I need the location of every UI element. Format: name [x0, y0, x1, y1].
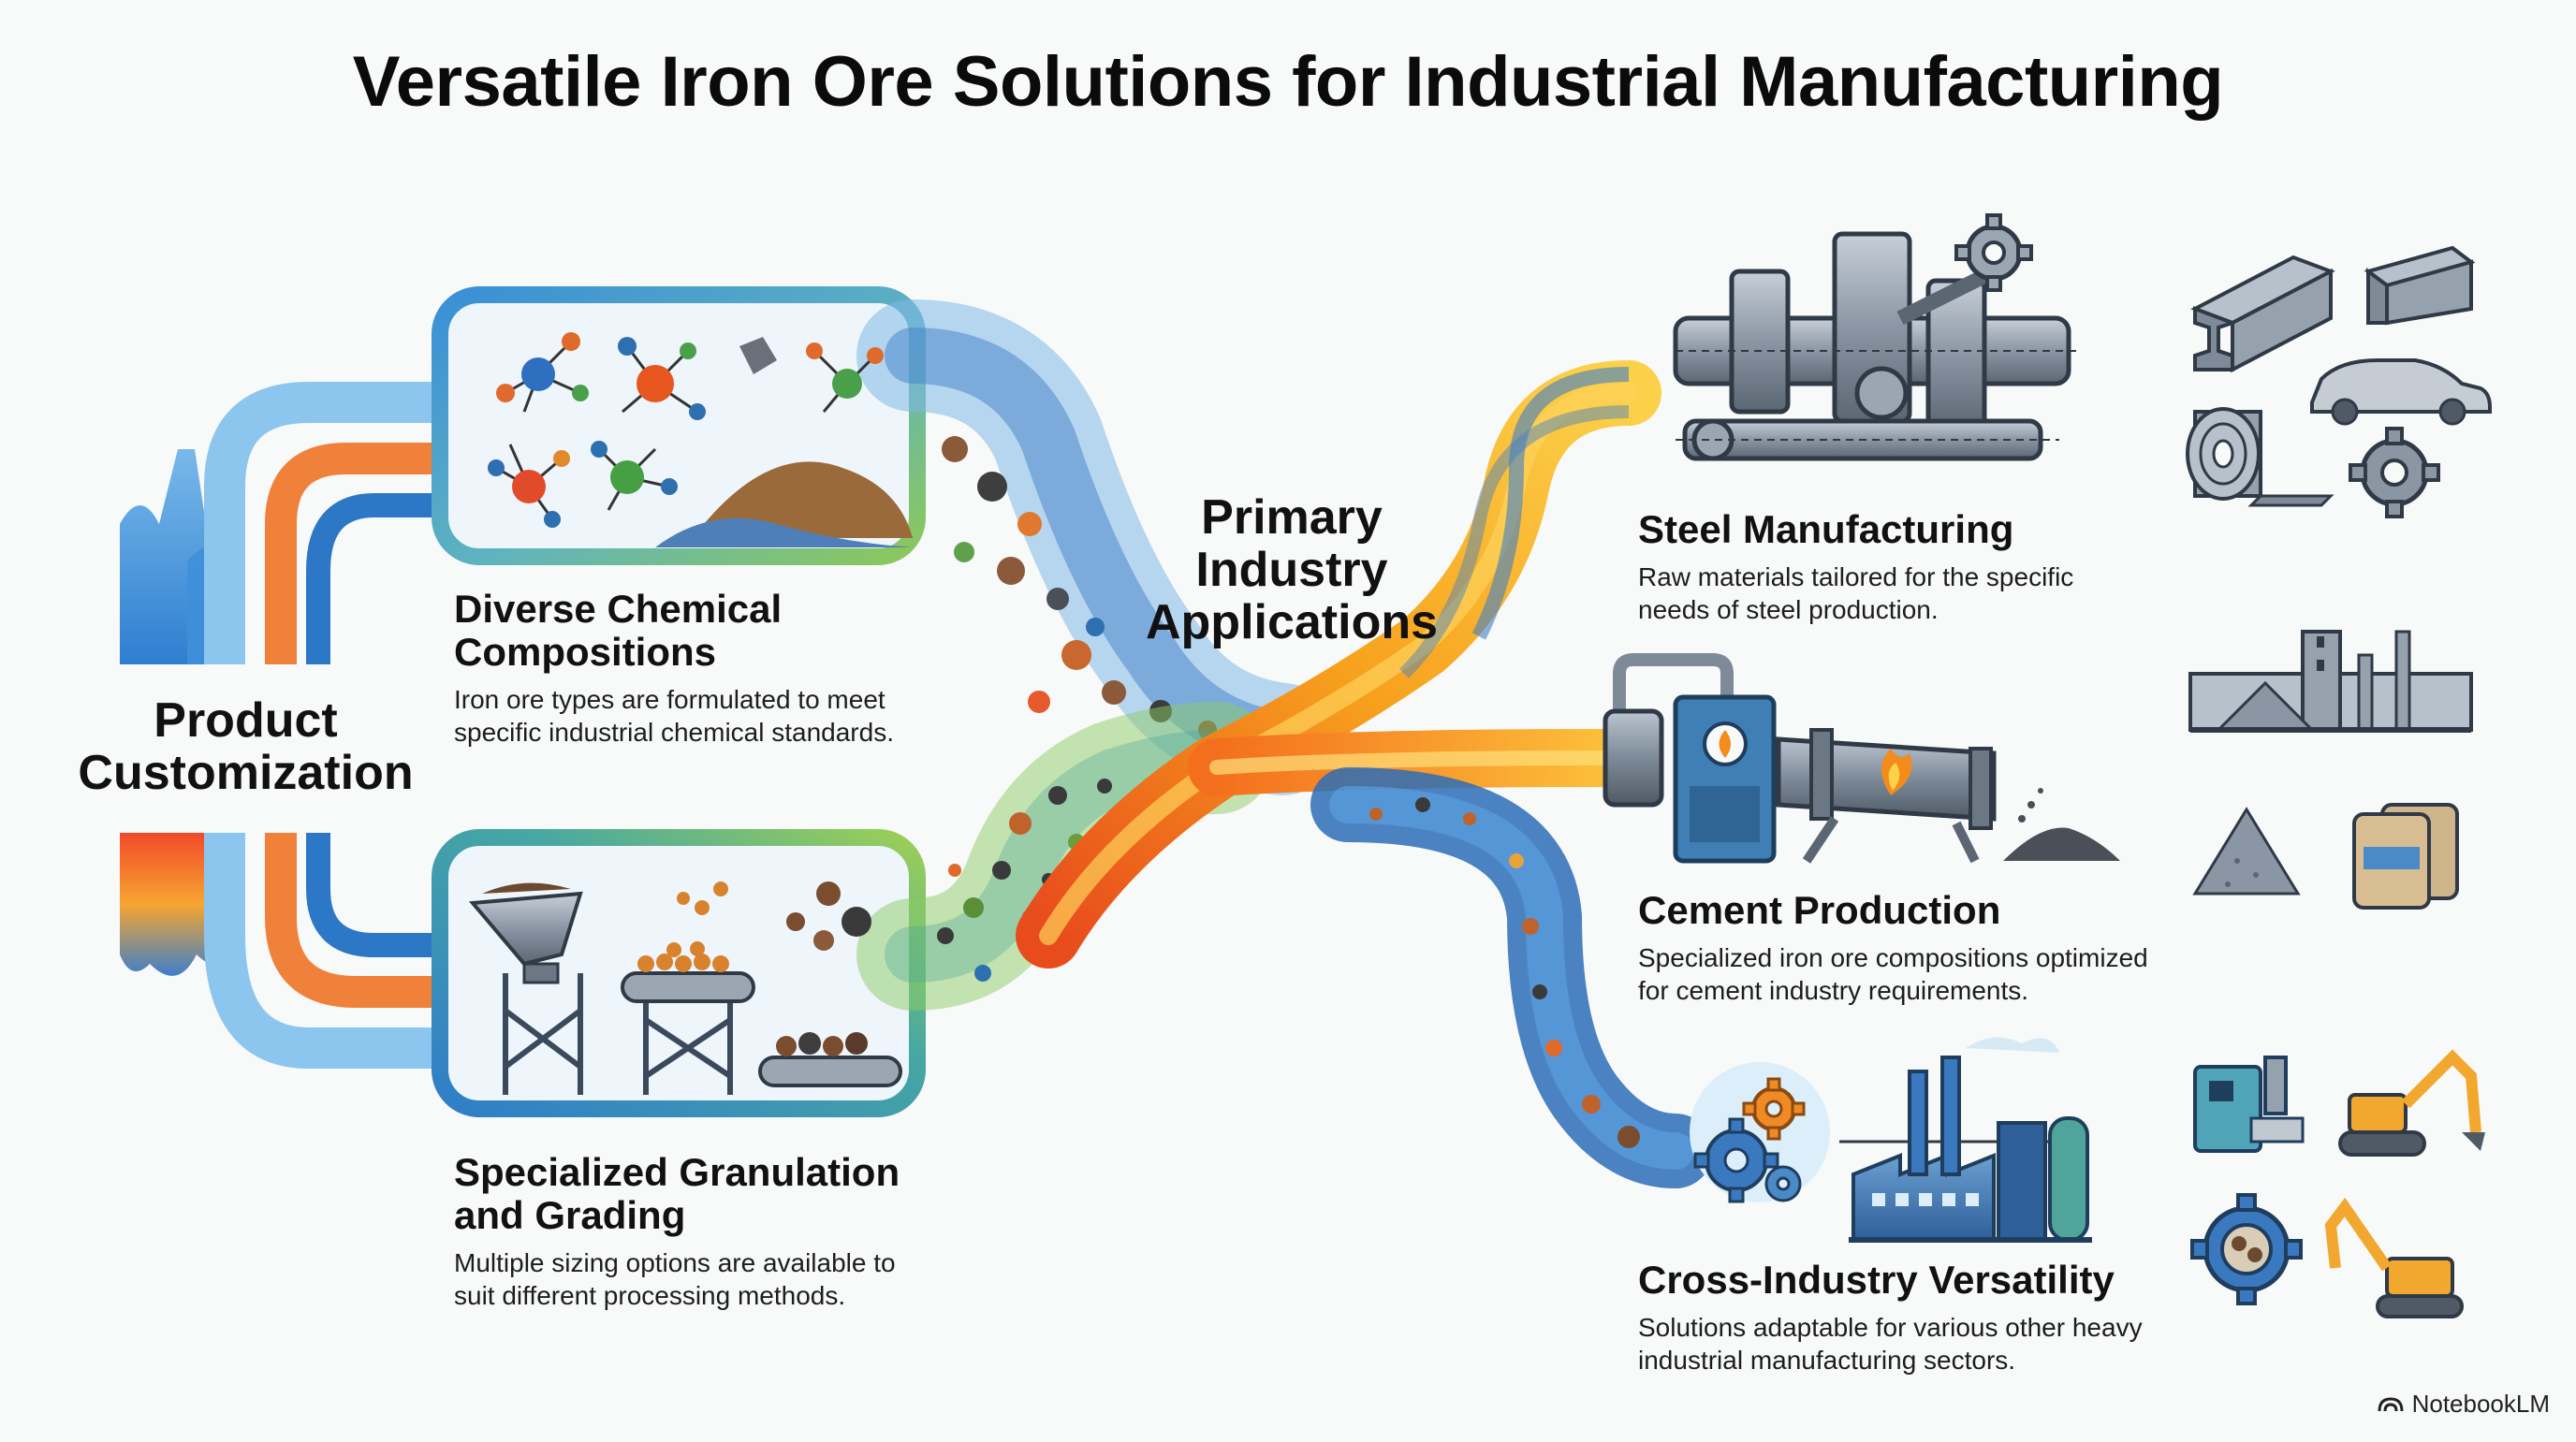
kiln-icon	[1603, 653, 2120, 864]
molten-flow	[1016, 360, 1661, 969]
input-card-chemical: Diverse Chemical Compositions Iron ore t…	[454, 588, 978, 749]
pipe-to-cross-industry	[1310, 767, 1713, 1188]
left-label: Product Customization	[66, 694, 426, 799]
car-icon	[2310, 358, 2492, 426]
page-title: Versatile Iron Ore Solutions for Industr…	[352, 42, 2224, 122]
gears-icon	[1690, 1062, 1830, 1203]
excavator-icon	[2324, 1049, 2485, 1318]
left-label-line: Customization	[78, 746, 414, 800]
cnc-machine-icon	[2193, 1056, 2305, 1153]
application-card-cross-industry: Cross-Industry Versatility Solutions ada…	[1638, 1259, 2218, 1376]
center-label: Primary Industry Applications	[1123, 491, 1460, 648]
card-heading: Specialized Granulation	[454, 1150, 900, 1194]
card-description: Multiple sizing options are available to	[454, 1248, 896, 1277]
card-description: industrial manufacturing sectors.	[1638, 1346, 2016, 1375]
card-heading: Steel Manufacturing	[1638, 507, 2014, 551]
card-description: Iron ore types are formulated to meet	[454, 685, 886, 714]
card-description: Solutions adaptable for various other he…	[1638, 1313, 2143, 1342]
card-heading: Compositions	[454, 630, 716, 674]
chemical-compositions-panel	[432, 286, 1339, 795]
gear-icon	[2349, 427, 2440, 518]
card-description: specific industrial chemical standards.	[454, 718, 894, 747]
card-heading: Cross-Industry Versatility	[1638, 1258, 2115, 1302]
conveyor-icon	[468, 881, 902, 1095]
ore-gear-icon	[2190, 1193, 2303, 1305]
card-description: suit different processing methods.	[454, 1281, 846, 1310]
center-label-line: Applications	[1145, 595, 1439, 649]
card-description: for cement industry requirements.	[1638, 976, 2029, 1005]
card-description: needs of steel production.	[1638, 595, 1939, 624]
card-description: Specialized iron ore compositions optimi…	[1638, 943, 2148, 972]
brand-name: NotebookLM	[2411, 1390, 2550, 1418]
factory-icon	[1839, 1037, 2092, 1243]
card-description: Raw materials tailored for the specific	[1638, 562, 2074, 591]
card-heading: and Grading	[454, 1193, 686, 1237]
application-card-steel: Steel Manufacturing Raw materials tailor…	[1638, 508, 2218, 626]
cement-bags-icon	[2352, 803, 2459, 910]
cement-plant-icon	[2188, 630, 2473, 733]
cement-pile-icon	[2192, 807, 2301, 896]
center-label-line: Industry	[1195, 543, 1388, 597]
card-heading: Diverse Chemical	[454, 587, 783, 631]
pipe-to-steel	[1399, 367, 1630, 678]
brand-badge: NotebookLM	[2377, 1390, 2550, 1419]
molecule-icon	[488, 332, 884, 528]
notebooklm-logo-icon	[2378, 1396, 2404, 1411]
steel-coil-icon	[2186, 407, 2334, 507]
application-card-cement: Cement Production Specialized iron ore c…	[1638, 889, 2218, 1007]
steel-machinery-icon	[1673, 213, 2078, 461]
steel-beam-icon	[2190, 245, 2476, 373]
left-bottom-pipe	[120, 833, 440, 1069]
left-label-line: Product	[154, 693, 338, 748]
input-card-granulation: Specialized Granulation and Grading Mult…	[454, 1151, 978, 1312]
center-label-line: Primary	[1201, 490, 1383, 545]
card-heading: Cement Production	[1638, 888, 2001, 932]
left-top-pipe	[204, 382, 440, 664]
